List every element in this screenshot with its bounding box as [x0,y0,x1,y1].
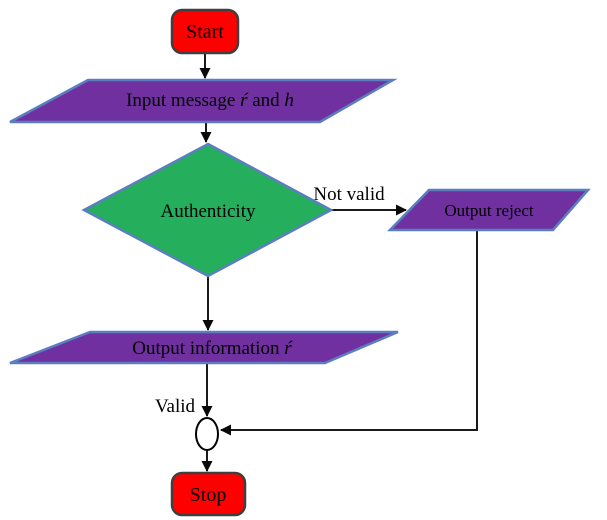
input-label-var-r: ŕ [240,90,249,111]
stop-shape [170,471,247,517]
input-message-shape [9,78,398,124]
authenticity-shape [81,142,334,278]
input-message-label: Input message ŕ and h [126,90,294,111]
node-output-information: Output information ŕ [9,330,399,365]
stop-label: Stop [190,484,227,506]
output-label-text: Output information [132,338,284,359]
edge-label-valid: Valid [155,396,196,417]
edge-reject-to-connector [220,230,478,436]
input-label-and: and [247,90,284,111]
input-label-var-h: h [284,90,294,111]
junction-circle [195,417,219,451]
authenticity-label: Authenticity [161,201,256,222]
output-reject-label: Output reject [444,201,533,220]
output-information-shape [9,330,399,365]
start-label: Start [186,21,224,43]
input-label-text: Input message [126,90,240,111]
node-input-message: Input message ŕ and h [9,78,398,124]
node-authenticity-decision: Authenticity [81,142,334,278]
node-stop: Stop [170,471,247,517]
start-shape [170,8,240,55]
edge-label-not-valid: Not valid [313,184,385,205]
output-label-var-r: ŕ [284,338,293,359]
output-information-label: Output information ŕ [132,338,293,359]
node-start: Start [170,8,240,55]
output-reject-shape [387,188,591,232]
node-output-reject: Output reject [387,188,591,232]
